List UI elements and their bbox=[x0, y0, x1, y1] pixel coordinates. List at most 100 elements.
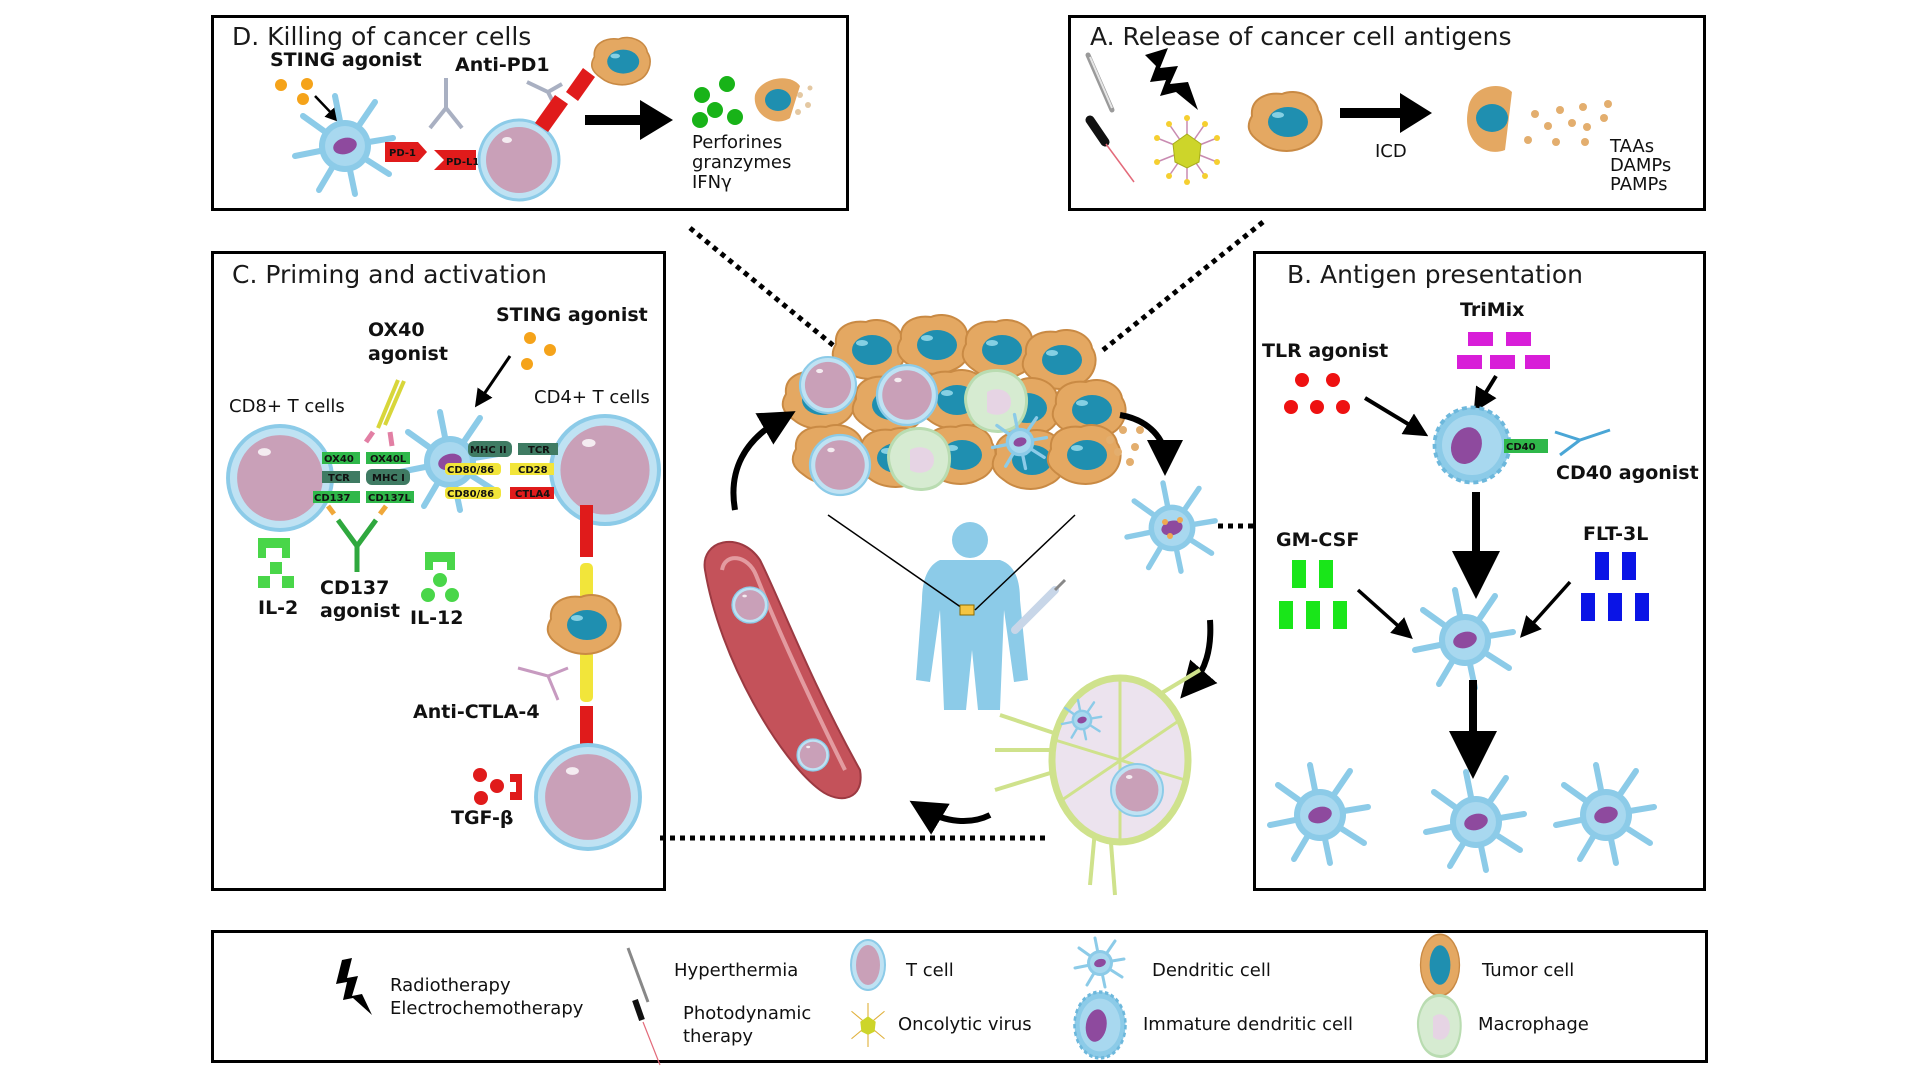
cycle-arrow-to-dc bbox=[1119, 412, 1183, 476]
legend-label-macrophage: Macrophage bbox=[1478, 1014, 1589, 1035]
svg-text:PD-L1: PD-L1 bbox=[446, 157, 479, 168]
panel-b-gm-csf-label: GM-CSF bbox=[1276, 529, 1360, 551]
released-antigens bbox=[1524, 100, 1612, 146]
tumor-cell-icon bbox=[1247, 90, 1323, 152]
panel-b-graphics: CD40 bbox=[1270, 332, 1654, 870]
panel-a-output-damps: DAMPs bbox=[1610, 155, 1672, 176]
svg-text:CD137: CD137 bbox=[314, 493, 351, 504]
oncolytic-virus-icon bbox=[851, 1002, 885, 1048]
cd8-t-cell-icon bbox=[226, 424, 334, 532]
receptor-ctla4: CTLA4 bbox=[510, 487, 554, 500]
mature-dendritic-cell-icon bbox=[1556, 765, 1654, 863]
panel-a-output-pamps: PAMPs bbox=[1610, 174, 1668, 195]
t-cell-icon bbox=[850, 939, 886, 991]
receptor-cd137: CD137 bbox=[313, 491, 360, 504]
tlr-arrow bbox=[1363, 396, 1429, 437]
ox40-agonist-antibody-icon bbox=[363, 430, 395, 447]
svg-text:CD137L: CD137L bbox=[368, 493, 412, 504]
panel-a-output-taas: TAAs bbox=[1610, 136, 1655, 157]
panel-d-graphics: PD-1 PD-L1 bbox=[275, 36, 813, 202]
panel-d-title: D. Killing of cancer cells bbox=[232, 22, 532, 51]
panel-c-il2-label: IL-2 bbox=[258, 597, 299, 619]
panel-c-graphics: OX40 OX40L TCR MHC I CD137 CD137L MHC II… bbox=[226, 332, 659, 851]
macrophage-icon bbox=[1416, 993, 1463, 1059]
panel-c-ox40-agonist-line1: OX40 bbox=[368, 319, 425, 341]
tumor-mass bbox=[781, 313, 1144, 497]
il2-receptor-icon bbox=[258, 538, 294, 588]
laser-icon bbox=[632, 999, 661, 1066]
sting-agonist-dots bbox=[521, 332, 556, 370]
panel-a-graphics bbox=[1085, 48, 1612, 185]
icd-arrow bbox=[1340, 93, 1432, 133]
tumor-cell-icon bbox=[1419, 933, 1461, 997]
legend-label-immature-dendritic-cell: Immature dendritic cell bbox=[1143, 1014, 1354, 1035]
laser-icon bbox=[1085, 115, 1135, 183]
svg-text:PD-1: PD-1 bbox=[389, 148, 416, 159]
panel-b-trimix-label: TriMix bbox=[1460, 299, 1525, 321]
legend-label-electrochemotherapy: Electrochemotherapy bbox=[390, 998, 584, 1019]
panel-d-output-ifng: IFNγ bbox=[692, 172, 732, 193]
panel-c-il12-label: IL-12 bbox=[410, 607, 464, 629]
panel-c-sting-agonist-label: STING agonist bbox=[496, 304, 648, 326]
dendritic-cell-icon bbox=[1127, 483, 1215, 571]
panel-c-cd4-label: CD4+ T cells bbox=[534, 387, 650, 408]
panel-c-ox40-agonist-line2: agonist bbox=[368, 343, 448, 365]
gm-csf-arrow bbox=[1356, 588, 1413, 639]
receptor-mhc2: MHC II bbox=[468, 441, 512, 457]
svg-text:TCR: TCR bbox=[528, 445, 550, 456]
receptor-cd28: CD28 bbox=[510, 463, 554, 476]
dendritic-cell-icon bbox=[1073, 936, 1126, 989]
panel-b-title: B. Antigen presentation bbox=[1287, 260, 1584, 289]
cd40-agonist-antibody-icon bbox=[1554, 428, 1611, 457]
legend-label-dendritic-cell: Dendritic cell bbox=[1152, 960, 1271, 981]
ox40-agonist-antibody-icon bbox=[376, 379, 406, 429]
thermometer-icon bbox=[1085, 52, 1115, 113]
cd40-receptor: CD40 bbox=[1504, 439, 1548, 453]
mature-dendritic-cell-icon bbox=[1270, 765, 1368, 863]
panel-c-cd8-label: CD8+ T cells bbox=[229, 396, 345, 417]
dying-tumor-cell-icon bbox=[754, 78, 813, 122]
receptor-mhc1: MHC I bbox=[366, 469, 410, 485]
legend-label-photodynamic: Photodynamic bbox=[683, 1003, 812, 1024]
panel-d-output-granzymes: granzymes bbox=[692, 152, 792, 173]
svg-text:CD40: CD40 bbox=[1506, 442, 1536, 453]
t-cell-icon bbox=[477, 118, 561, 202]
receptor-cd80-86: CD80/86 bbox=[445, 463, 501, 476]
legend-label-hyperthermia: Hyperthermia bbox=[674, 960, 799, 981]
receptor-tcr: TCR bbox=[322, 471, 360, 484]
panel-a-title: A. Release of cancer cell antigens bbox=[1090, 22, 1512, 51]
legend-label-radiotherapy: Radiotherapy bbox=[390, 975, 511, 996]
flt3l-icon bbox=[1581, 552, 1649, 621]
lightning-bolt-icon bbox=[336, 958, 372, 1015]
cd137-agonist-antibody-icon bbox=[326, 504, 388, 516]
tumor-zoom-lines bbox=[827, 514, 1076, 611]
pd1-receptor: PD-1 bbox=[385, 142, 427, 162]
panel-d-output-perforines: Perforines bbox=[692, 132, 783, 153]
panel-c-title: C. Priming and activation bbox=[232, 260, 547, 289]
receptor-ox40: OX40 bbox=[322, 452, 360, 465]
released-antigens bbox=[1531, 103, 1591, 131]
thermometer-icon bbox=[626, 947, 650, 1003]
tumor-cell-icon bbox=[546, 593, 622, 655]
svg-text:OX40L: OX40L bbox=[370, 454, 407, 465]
lymph-node-icon bbox=[994, 668, 1202, 896]
oncolytic-virus-icon bbox=[1154, 115, 1220, 185]
dendritic-cell-icon bbox=[1415, 590, 1513, 688]
legend-label-t-cell: T cell bbox=[906, 960, 954, 981]
tumor-cell-icon bbox=[590, 36, 651, 86]
anti-ctla4-antibody-icon bbox=[517, 666, 569, 701]
legend-label-tumor-cell: Tumor cell bbox=[1482, 960, 1575, 981]
anti-pd1-antibody-icon bbox=[428, 78, 464, 130]
receptor-cd137l: CD137L bbox=[366, 491, 414, 504]
svg-text:MHC II: MHC II bbox=[470, 445, 507, 456]
panel-c-cd137-agonist-line2: agonist bbox=[320, 600, 400, 622]
dying-tumor-cell-icon bbox=[1467, 86, 1512, 152]
trimix-icon bbox=[1457, 332, 1550, 369]
immature-dendritic-cell-icon bbox=[1432, 405, 1512, 485]
center-cycle bbox=[703, 313, 1216, 896]
panel-c-tgf-beta-label: TGF-β bbox=[451, 807, 514, 829]
svg-text:CD80/86: CD80/86 bbox=[447, 489, 494, 500]
flt3l-arrow bbox=[1519, 580, 1572, 638]
t-cell-icon bbox=[534, 743, 642, 851]
